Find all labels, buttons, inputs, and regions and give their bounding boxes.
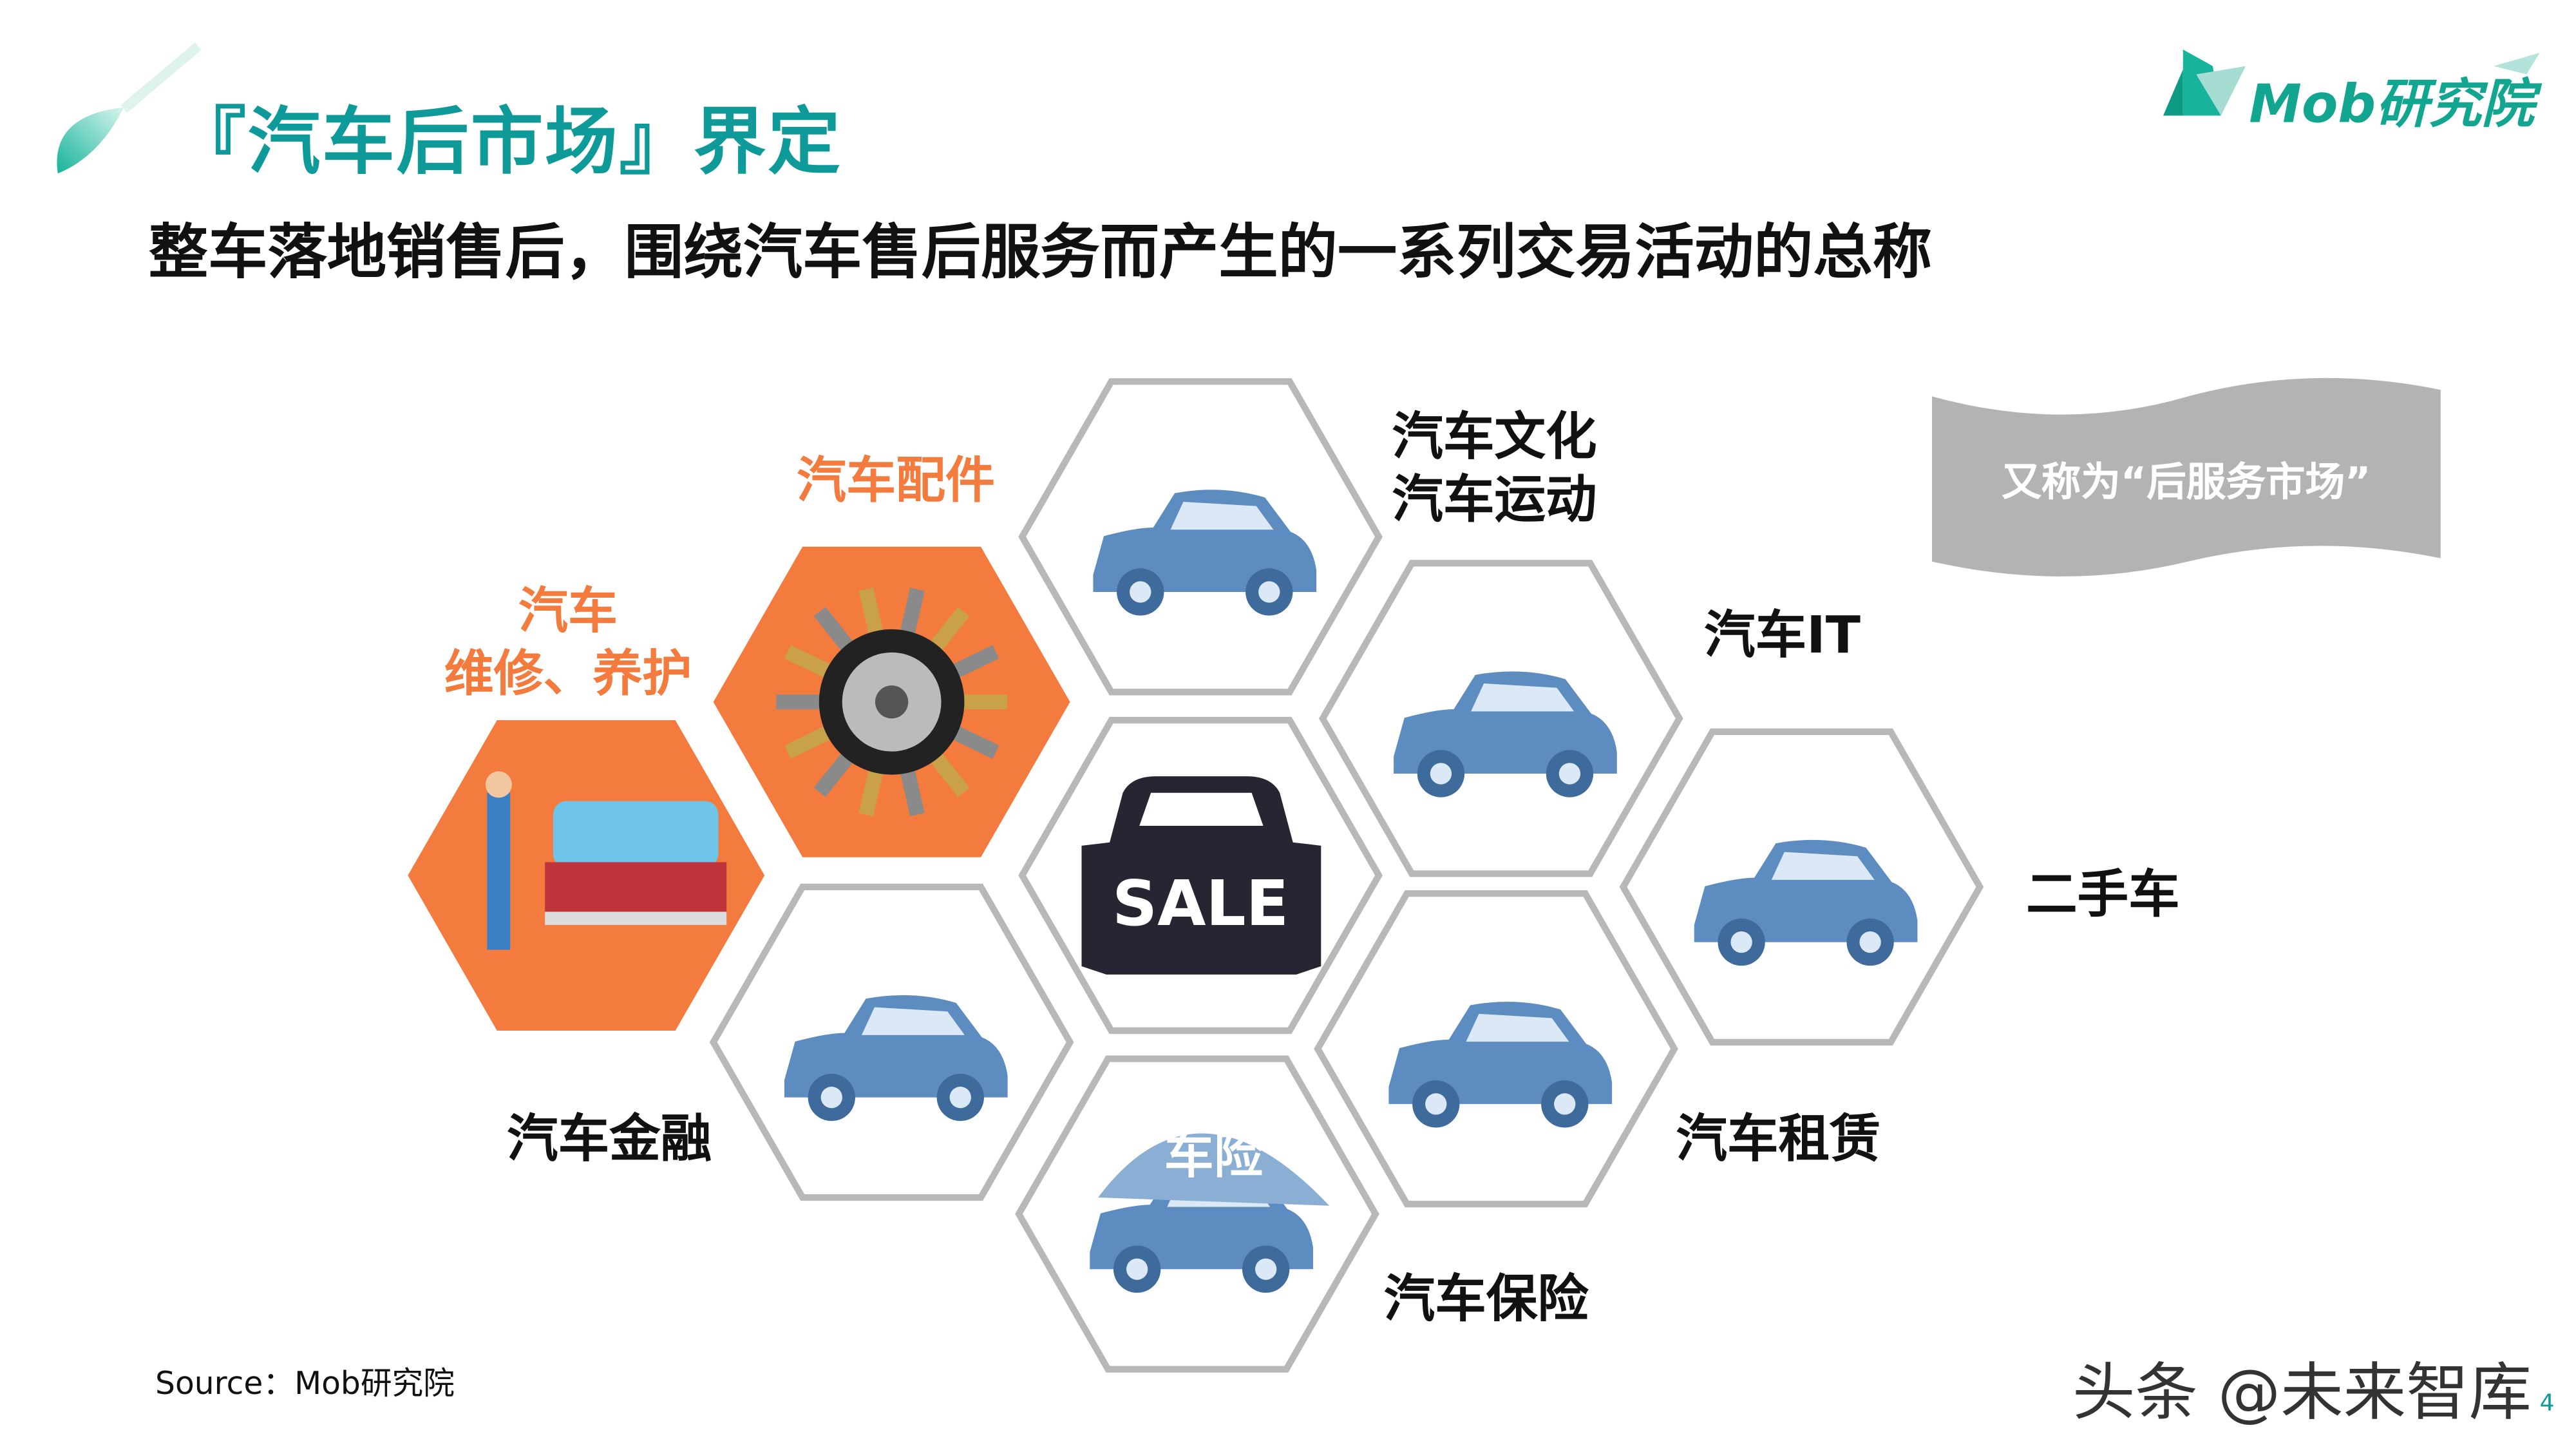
- title-leaf-icon: [57, 107, 124, 174]
- page-title: 『汽车后市场』界定: [173, 100, 842, 186]
- label-used-car: 二手车: [2026, 865, 2180, 925]
- label-line: 汽车运动: [1392, 470, 1597, 531]
- umbrella-icon: [1098, 1133, 1330, 1206]
- label-parts: 汽车配件: [797, 452, 995, 511]
- logo-text: Mob研究院: [2249, 72, 2535, 136]
- label-line: 汽车文化: [1392, 408, 1597, 468]
- auto-parts-icon: [776, 587, 1008, 817]
- page-subtitle: 整车落地销售后，围绕汽车售后服务而产生的一系列交易活动的总称: [148, 220, 1933, 288]
- label-insurance: 汽车保险: [1383, 1270, 1589, 1330]
- label-line: 维修、养护: [444, 645, 692, 704]
- title-decor: [120, 42, 202, 113]
- label-culture: 汽车文化汽车运动: [1392, 406, 1597, 532]
- insurance-umbrella-text: 车险: [1164, 1128, 1264, 1185]
- banner-shape: [1931, 377, 2441, 577]
- label-rental: 汽车租赁: [1676, 1110, 1881, 1170]
- page-number: 4: [2539, 1390, 2555, 1417]
- car-wash-icon: [485, 771, 727, 950]
- sale-car-icon: [1081, 776, 1321, 975]
- label-line: 汽车: [518, 583, 618, 641]
- banner-text: 又称为“后服务市场”: [2002, 459, 2371, 506]
- label-finance: 汽车金融: [507, 1110, 712, 1170]
- watermark: 头条 @未来智库: [2072, 1356, 2532, 1429]
- sale-text: SALE: [1112, 867, 1289, 940]
- source-note: Source：Mob研究院: [155, 1366, 455, 1402]
- label-it: 汽车IT: [1704, 606, 1861, 666]
- label-repair: 汽车维修、养护: [434, 582, 701, 707]
